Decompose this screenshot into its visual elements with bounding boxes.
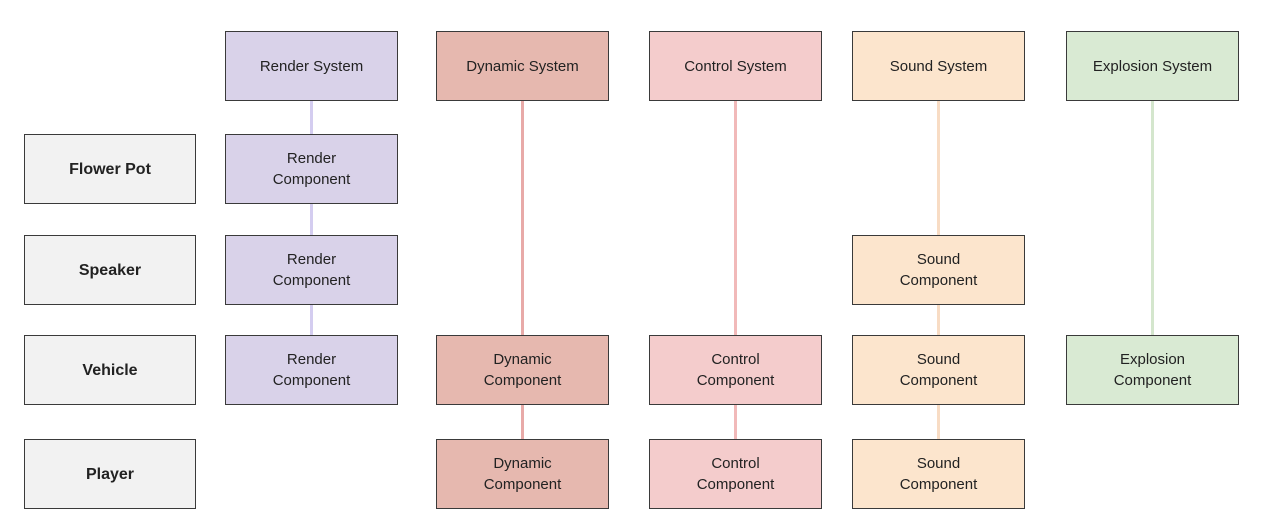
vehicle-control-component: Control Component — [649, 335, 822, 405]
sound-system-box: Sound System — [852, 31, 1025, 101]
entity-speaker: Speaker — [24, 235, 196, 305]
control-system-box: Control System — [649, 31, 822, 101]
render-system-connector — [310, 101, 313, 335]
control-system-connector — [734, 101, 737, 439]
vehicle-sound-component: Sound Component — [852, 335, 1025, 405]
render-system-box: Render System — [225, 31, 398, 101]
dynamic-system-connector — [521, 101, 524, 439]
player-dynamic-component: Dynamic Component — [436, 439, 609, 509]
explosion-system-box: Explosion System — [1066, 31, 1239, 101]
dynamic-system-box: Dynamic System — [436, 31, 609, 101]
entity-vehicle: Vehicle — [24, 335, 196, 405]
explosion-system-connector — [1151, 101, 1154, 335]
entity-flower-pot: Flower Pot — [24, 134, 196, 204]
entity-player: Player — [24, 439, 196, 509]
ecs-diagram: Render System Dynamic System Control Syste… — [24, 31, 1239, 509]
speaker-render-component: Render Component — [225, 235, 398, 305]
player-sound-component: Sound Component — [852, 439, 1025, 509]
vehicle-explosion-component: Explosion Component — [1066, 335, 1239, 405]
speaker-sound-component: Sound Component — [852, 235, 1025, 305]
vehicle-render-component: Render Component — [225, 335, 398, 405]
player-control-component: Control Component — [649, 439, 822, 509]
vehicle-dynamic-component: Dynamic Component — [436, 335, 609, 405]
flower-pot-render-component: Render Component — [225, 134, 398, 204]
